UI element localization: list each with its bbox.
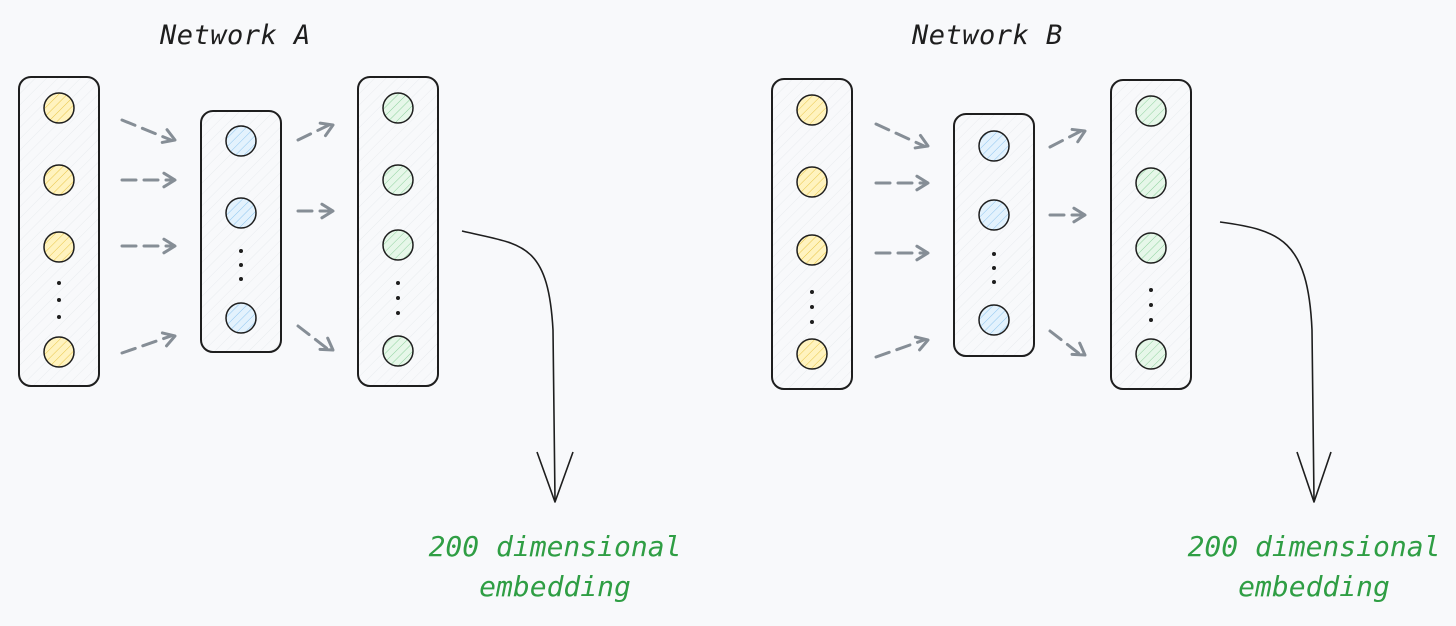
- network-a-input-node: [43, 336, 75, 368]
- network-b-hidden-node: [978, 304, 1010, 336]
- network-a-hidden-ellipsis-dot: [239, 249, 243, 253]
- network-b-hidden-to-output-arrow: [1048, 329, 1083, 357]
- network-b-input-to-hidden-arrow-head: [913, 335, 930, 352]
- network-b-hidden-ellipsis-dot: [992, 280, 996, 284]
- network-b-hidden-ellipsis-dot: [992, 266, 996, 270]
- network-a-input-to-hidden-arrow: [120, 334, 173, 355]
- network-a-output-ellipsis-dot: [396, 296, 400, 300]
- network-b-title: Network B: [912, 20, 1063, 51]
- network-a-caption-line-2: embedding: [479, 570, 631, 603]
- network-b-input-to-hidden-arrow: [874, 122, 926, 148]
- network-a-output-node: [382, 335, 414, 367]
- network-b-embedding-arrow-head: [1296, 451, 1332, 503]
- network-b-hidden-to-output-arrow-head: [1070, 127, 1087, 144]
- network-a-input-node: [43, 164, 75, 196]
- network-b-input-node: [796, 338, 828, 370]
- network-a-hidden-to-output-arrow: [296, 123, 331, 142]
- network-b-input-to-hidden-arrow: [874, 338, 926, 359]
- network-b-input-to-hidden-arrow-head: [915, 174, 930, 192]
- network-b-caption: 200 dimensional embedding: [1184, 527, 1444, 607]
- network-b-input-ellipsis-dot: [810, 290, 814, 294]
- network-b-caption-line-1: 200 dimensional: [1187, 530, 1441, 563]
- network-b-embedding-arrow: [1219, 221, 1315, 501]
- network-a-input-ellipsis-dot: [57, 315, 61, 319]
- network-a-output-node: [382, 92, 414, 124]
- network-a-hidden-node: [225, 125, 257, 157]
- network-a-hidden-layer-box: [200, 110, 282, 353]
- network-a-hidden-to-output-arrow-head: [320, 202, 335, 220]
- network-b-output-ellipsis-dot: [1149, 288, 1153, 292]
- network-a-hidden-ellipsis-dot: [239, 263, 243, 267]
- network-a-hidden-to-output-arrow: [296, 324, 331, 352]
- network-a-input-to-hidden-arrow-head: [162, 171, 177, 189]
- network-b-output-node: [1135, 338, 1167, 370]
- network-b-output-node: [1135, 232, 1167, 264]
- network-a-embedding-arrow: [461, 230, 556, 501]
- network-b-output-ellipsis-dot: [1149, 318, 1153, 322]
- network-a-output-ellipsis-dot: [396, 281, 400, 285]
- network-b-caption-line-2: embedding: [1238, 570, 1390, 603]
- network-a-output-node: [382, 229, 414, 261]
- network-a-input-node: [43, 92, 75, 124]
- network-a-input-ellipsis-dot: [57, 281, 61, 285]
- network-b-hidden-to-output-arrow-head: [1070, 341, 1087, 357]
- network-a-input-to-hidden-arrow-head: [160, 128, 177, 144]
- network-a-input-to-hidden-arrow: [120, 118, 173, 142]
- network-b-input-ellipsis-dot: [810, 305, 814, 309]
- network-a-title: Network A: [160, 20, 311, 51]
- network-a-caption: 200 dimensional embedding: [425, 527, 685, 607]
- network-a-input-ellipsis-dot: [57, 298, 61, 302]
- network-b-output-ellipsis-dot: [1149, 303, 1153, 307]
- network-b-input-ellipsis-dot: [810, 320, 814, 324]
- network-b-hidden-to-output-arrow-head: [1072, 206, 1087, 224]
- network-b-hidden-ellipsis-dot: [992, 252, 996, 256]
- network-b-input-node: [796, 166, 828, 198]
- network-b-input-layer-box: [771, 78, 853, 390]
- network-b-input-to-hidden-arrow-head: [913, 133, 930, 150]
- network-b-hidden-node: [978, 199, 1010, 231]
- network-a-input-node: [43, 231, 75, 263]
- network-b-output-node: [1135, 167, 1167, 199]
- network-b-input-node: [796, 94, 828, 126]
- network-a-hidden-node: [225, 197, 257, 229]
- network-a-hidden-to-output-arrow-head: [318, 336, 335, 352]
- network-a-output-ellipsis-dot: [396, 311, 400, 315]
- network-b-hidden-to-output-arrow: [1048, 129, 1083, 149]
- network-b-output-node: [1135, 95, 1167, 127]
- network-a-hidden-node: [225, 302, 257, 334]
- network-a-embedding-arrow-head: [536, 451, 574, 503]
- network-a-input-to-hidden-arrow-head: [162, 237, 177, 255]
- network-b-input-node: [796, 234, 828, 266]
- network-a-caption-line-1: 200 dimensional: [428, 530, 682, 563]
- network-b-input-to-hidden-arrow-head: [915, 244, 930, 262]
- network-a-input-to-hidden-arrow-head: [160, 331, 177, 348]
- network-a-output-node: [382, 164, 414, 196]
- network-a-hidden-ellipsis-dot: [239, 277, 243, 281]
- network-b-hidden-layer-box: [953, 113, 1035, 357]
- network-a-hidden-to-output-arrow-head: [318, 121, 335, 138]
- network-b-hidden-node: [978, 130, 1010, 162]
